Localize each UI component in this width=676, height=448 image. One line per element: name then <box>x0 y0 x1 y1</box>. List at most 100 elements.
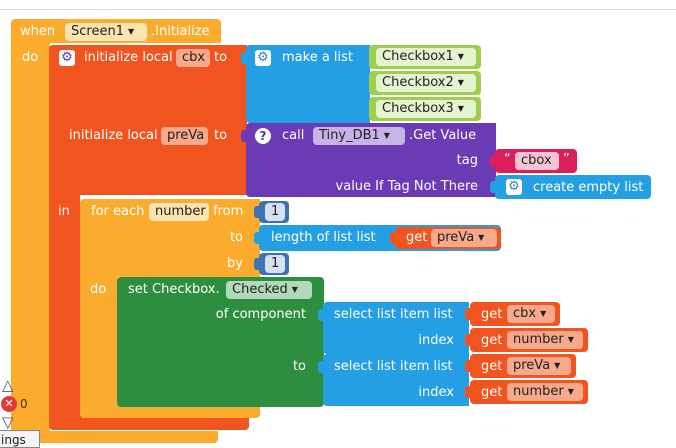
default-value-socket-label: value If Tag Not There <box>335 179 478 194</box>
mutator-gear-icon[interactable]: ⚙ <box>59 50 75 66</box>
get-label-3: get <box>481 333 503 348</box>
call-label: call <box>282 128 305 143</box>
get-label-2: get <box>481 307 503 322</box>
for-each-bottom <box>80 406 260 418</box>
initialize-local-label-2: initialize local <box>69 128 158 143</box>
chevron-down-icon: ▼ <box>457 78 464 87</box>
chevron-down-icon: ▼ <box>478 233 485 242</box>
checkbox3-label: Checkbox3 <box>382 101 454 116</box>
cbx-variable-name: cbx <box>182 50 206 65</box>
error-count: 0 <box>20 397 28 411</box>
create-empty-list-label: create empty list <box>533 180 644 195</box>
value-connector <box>254 258 259 270</box>
cbox-text-field[interactable]: cbox <box>515 152 559 170</box>
select-list-item-label-2: select list item list <box>334 359 453 374</box>
chevron-down-icon: ▼ <box>567 387 574 396</box>
set-checkbox-label: set Checkbox. <box>128 282 220 297</box>
close-quote-icon: ” <box>563 152 570 167</box>
value-connector <box>254 206 259 218</box>
get-preva-variable: preVa <box>437 230 475 245</box>
by-label: by <box>227 256 243 271</box>
by-value-field[interactable]: 1 <box>265 255 285 273</box>
for-each-label: for each <box>91 204 145 219</box>
value-connector <box>465 360 470 372</box>
length-of-list-label: length of list list <box>271 230 376 245</box>
value-connector <box>254 232 259 244</box>
checked-property-dropdown[interactable]: Checked▼ <box>226 281 312 299</box>
tag-socket-label: tag <box>456 153 478 168</box>
value-connector <box>465 334 470 346</box>
initialize-event-label: .Initialize <box>151 24 210 39</box>
checkbox1-dropdown[interactable]: Checkbox1▼ <box>376 48 476 66</box>
index-label-2: index <box>418 385 454 400</box>
error-icon[interactable]: ✕ <box>1 396 17 412</box>
list-mutator-gear-icon[interactable]: ⚙ <box>255 50 271 66</box>
chevron-down-icon: ▼ <box>554 361 561 370</box>
to-label: to <box>214 50 228 65</box>
initialize-local-bottom <box>49 416 249 430</box>
chevron-down-icon: ▼ <box>127 27 135 36</box>
settings-tab[interactable]: ings <box>0 430 40 448</box>
get-preva-dropdown[interactable]: preVa▼ <box>431 229 497 247</box>
list-mutator-gear-icon[interactable]: ⚙ <box>506 179 522 195</box>
initialize-local-label: initialize local <box>84 50 173 65</box>
index-label-1: index <box>418 333 454 348</box>
initialize-local-cbx-block[interactable] <box>49 45 247 195</box>
screen1-component-dropdown[interactable]: Screen1▼ <box>65 23 147 41</box>
number-variable-field[interactable]: number <box>149 203 209 221</box>
get-number-variable-2: number <box>513 384 564 399</box>
open-quote-icon: “ <box>504 152 511 167</box>
checkbox3-dropdown[interactable]: Checkbox3▼ <box>376 100 476 118</box>
checkbox1-label: Checkbox1 <box>382 49 454 64</box>
value-connector <box>241 52 246 64</box>
to-label-4: to <box>292 359 306 374</box>
select-list-item-label-1: select list item list <box>334 307 453 322</box>
select-list-item-block-2[interactable] <box>323 354 469 406</box>
get-cbx-dropdown[interactable]: cbx▼ <box>507 305 555 323</box>
scroll-down-arrow-icon[interactable]: ▽ <box>2 413 14 431</box>
by-value: 1 <box>271 256 280 271</box>
from-label: from <box>213 204 244 219</box>
preva-variable-field[interactable]: preVa <box>161 127 208 145</box>
from-value: 1 <box>271 204 280 219</box>
tinydb-component-dropdown[interactable]: Tiny_DB1▼ <box>313 127 405 145</box>
preva-variable-name: preVa <box>167 128 205 143</box>
get-preva-dropdown-2[interactable]: preVa▼ <box>507 357 571 375</box>
cbx-variable-field[interactable]: cbx <box>176 49 210 67</box>
get-label-4: get <box>481 359 503 374</box>
chevron-down-icon: ▼ <box>457 52 464 61</box>
help-icon[interactable]: ? <box>255 128 271 144</box>
from-value-field[interactable]: 1 <box>265 203 285 221</box>
value-connector <box>318 309 323 321</box>
get-preva-variable-2: preVa <box>513 358 551 373</box>
value-connector <box>241 130 246 142</box>
event-block-left-rail <box>11 43 50 431</box>
initialize-local-left-rail <box>49 195 80 423</box>
scroll-up-arrow-icon[interactable]: △ <box>2 376 14 394</box>
get-label-5: get <box>481 385 503 400</box>
do-label: do <box>22 50 39 65</box>
get-number-dropdown-1[interactable]: number▼ <box>507 331 583 349</box>
chevron-down-icon: ▼ <box>291 285 298 294</box>
value-connector <box>490 155 495 167</box>
to-label-3: to <box>229 230 243 245</box>
value-connector <box>490 181 495 193</box>
when-label: when <box>20 24 56 39</box>
settings-tab-label: ings <box>1 433 26 447</box>
value-connector <box>465 386 470 398</box>
chevron-down-icon: ▼ <box>457 104 464 113</box>
get-number-dropdown-2[interactable]: number▼ <box>507 383 583 401</box>
get-cbx-variable: cbx <box>513 306 537 321</box>
in-label: in <box>58 204 70 219</box>
do-label-2: do <box>90 282 107 297</box>
of-component-label: of component <box>215 307 306 322</box>
value-connector <box>390 232 395 244</box>
checkbox2-dropdown[interactable]: Checkbox2▼ <box>376 74 476 92</box>
make-a-list-label: make a list <box>282 50 354 65</box>
checked-property-label: Checked <box>232 282 288 297</box>
tinydb-label: Tiny_DB1 <box>319 128 380 143</box>
for-each-left-rail <box>80 277 118 407</box>
get-label: get <box>406 230 428 245</box>
chevron-down-icon: ▼ <box>383 131 390 140</box>
select-list-item-block-1[interactable] <box>323 302 469 354</box>
